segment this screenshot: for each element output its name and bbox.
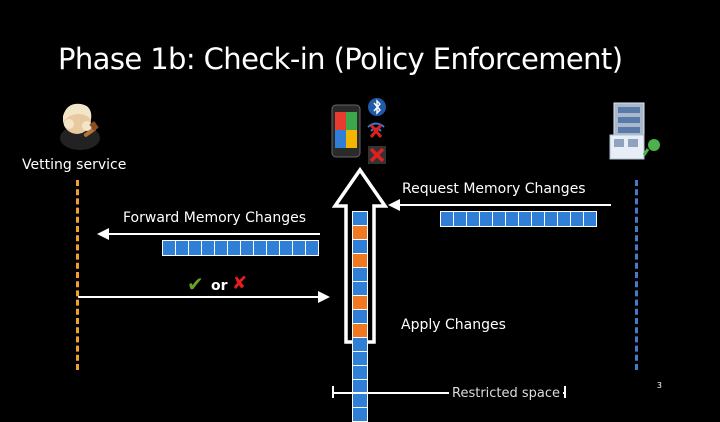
wifi-off-icon bbox=[367, 122, 385, 138]
memory-cell bbox=[353, 282, 367, 295]
judge-icon bbox=[60, 103, 100, 150]
memory-cell bbox=[353, 268, 367, 281]
memory-cell bbox=[353, 408, 367, 421]
request-arrow bbox=[398, 204, 611, 206]
request-arrow-head bbox=[388, 199, 400, 211]
server-icon bbox=[609, 102, 660, 160]
restricted-space-label: Restricted space bbox=[449, 386, 564, 401]
smartphone-icon bbox=[331, 104, 361, 158]
forward-arrow-head bbox=[97, 228, 109, 240]
vetting-service-label: Vetting service bbox=[22, 157, 127, 173]
restricted-right-tick bbox=[564, 386, 566, 398]
network-off-icon bbox=[368, 146, 386, 164]
verdict-arrow-head bbox=[318, 291, 330, 303]
memory-cell bbox=[353, 338, 367, 351]
server-lifeline bbox=[635, 180, 638, 370]
memory-cell bbox=[353, 310, 367, 323]
verdict-arrow bbox=[78, 296, 318, 298]
memory-cell bbox=[353, 212, 367, 225]
slide-title: Phase 1b: Check-in (Policy Enforcement) bbox=[58, 42, 623, 76]
memory-cell bbox=[353, 226, 367, 239]
memory-cell bbox=[353, 394, 367, 407]
phone-memory-column bbox=[352, 211, 368, 422]
forward-label: Forward Memory Changes bbox=[123, 210, 307, 226]
forward-memory-row bbox=[162, 240, 319, 256]
vetting-lifeline bbox=[76, 180, 79, 370]
memory-cell bbox=[353, 296, 367, 309]
memory-cell bbox=[353, 380, 367, 393]
or-label: or bbox=[211, 278, 228, 294]
memory-cell bbox=[353, 324, 367, 337]
memory-cell bbox=[353, 240, 367, 253]
forward-arrow bbox=[108, 233, 320, 235]
page-number: 3 bbox=[656, 381, 662, 390]
request-memory-row bbox=[440, 211, 597, 227]
bluetooth-icon bbox=[368, 98, 386, 116]
memory-cell bbox=[353, 352, 367, 365]
memory-cell bbox=[353, 366, 367, 379]
check-icon: ✔ bbox=[187, 272, 204, 296]
request-label: Request Memory Changes bbox=[402, 181, 586, 197]
cross-icon: ✘ bbox=[232, 273, 248, 294]
memory-cell bbox=[353, 254, 367, 267]
apply-changes-label: Apply Changes bbox=[401, 317, 506, 333]
